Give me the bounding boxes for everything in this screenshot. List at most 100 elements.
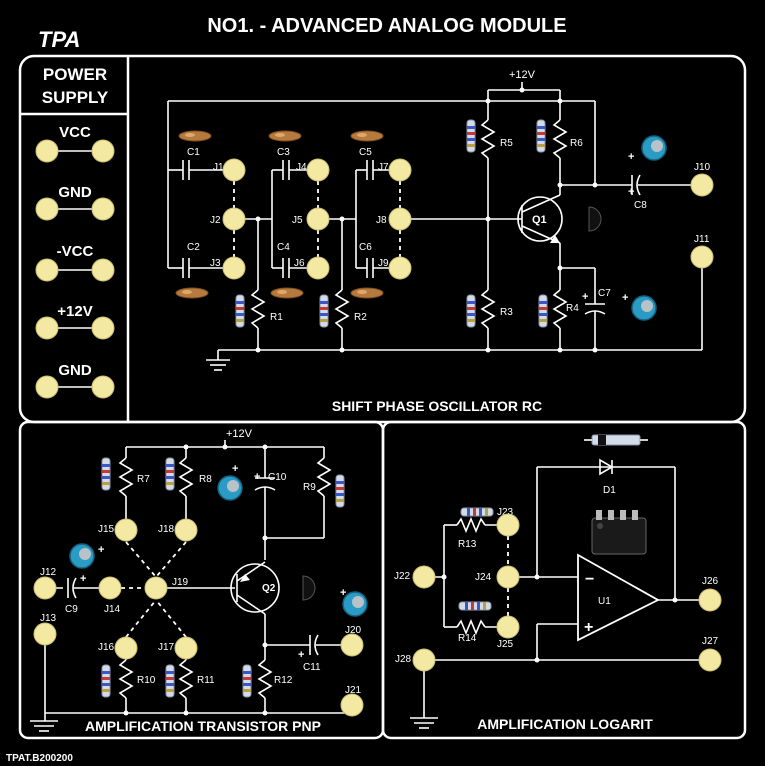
label-c3: C3 <box>277 147 290 158</box>
label-j16: J16 <box>98 642 115 653</box>
jack-j16[interactable] <box>114 636 138 660</box>
label-r6: R6 <box>570 138 583 149</box>
resistor-r3-body <box>466 294 476 328</box>
jack-j20[interactable] <box>340 633 364 657</box>
label-j8: J8 <box>376 215 387 226</box>
jack-12v-left[interactable] <box>35 316 59 340</box>
pnp-supply-label: +12V <box>226 428 253 440</box>
jack-j26[interactable] <box>698 588 722 612</box>
jack-j2[interactable] <box>222 207 246 231</box>
resistor-r10-body <box>101 664 111 698</box>
transistor-q2-body <box>302 575 316 601</box>
jack-j3[interactable] <box>222 256 246 280</box>
jack-j21[interactable] <box>340 693 364 717</box>
label-c6: C6 <box>359 242 372 253</box>
svg-text:+: + <box>628 151 634 163</box>
jack-vcc-left[interactable] <box>35 139 59 163</box>
capacitor-c2-body <box>175 287 209 299</box>
jack-j25[interactable] <box>496 615 520 639</box>
jack-j23[interactable] <box>496 513 520 537</box>
jack-neg-vcc-left[interactable] <box>35 258 59 282</box>
jack-neg-vcc-right[interactable] <box>91 258 115 282</box>
resistor-r7-body <box>101 457 111 491</box>
jack-j11[interactable] <box>690 245 714 269</box>
label-j23: J23 <box>497 507 514 518</box>
resistor-r8-body <box>165 457 175 491</box>
label-q2: Q2 <box>262 583 276 594</box>
resistor-r12-body <box>242 664 252 698</box>
jack-j9[interactable] <box>388 256 412 280</box>
jack-vcc-right[interactable] <box>91 139 115 163</box>
jack-j1[interactable] <box>222 158 246 182</box>
label-j11: J11 <box>694 234 710 245</box>
resistor-r6-body <box>536 119 546 153</box>
label-j12: J12 <box>40 567 57 578</box>
jack-j10[interactable] <box>690 173 714 197</box>
diode-d1-symbol <box>599 458 614 476</box>
svg-text:+: + <box>584 619 593 636</box>
label-j20: J20 <box>345 625 362 636</box>
logo-text: TPA <box>38 27 80 52</box>
label-j22: J22 <box>394 571 411 582</box>
label-j2: J2 <box>210 215 221 226</box>
oscillator-title: SHIFT PHASE OSCILLATOR RC <box>332 398 542 414</box>
label-j10: J10 <box>694 162 711 173</box>
log-frame <box>381 420 747 740</box>
label-j19: J19 <box>172 577 189 588</box>
capacitor-c3-body <box>268 130 302 142</box>
jack-12v-right[interactable] <box>91 316 115 340</box>
page-title: NO1. - ADVANCED ANALOG MODULE <box>207 15 566 37</box>
resistor-r4-body <box>538 294 548 328</box>
jack-j5[interactable] <box>306 207 330 231</box>
jack-j28[interactable] <box>412 648 436 672</box>
label-r10: R10 <box>137 675 156 686</box>
diode-d1-body <box>584 434 648 446</box>
label-j21: J21 <box>345 685 362 696</box>
label-j4: J4 <box>296 162 307 173</box>
label-u1: U1 <box>598 596 611 607</box>
op-amp-u1-symbol <box>577 553 660 642</box>
jack-j19[interactable] <box>144 576 168 600</box>
label-j15: J15 <box>98 524 115 535</box>
resistor-r9-body <box>335 474 345 508</box>
jack-j12[interactable] <box>33 576 57 600</box>
label-j13: J13 <box>40 613 57 624</box>
jack-j15[interactable] <box>114 518 138 542</box>
jack-j17[interactable] <box>174 636 198 660</box>
label-j25: J25 <box>497 639 514 650</box>
jack-j8[interactable] <box>388 207 412 231</box>
q1-symbol <box>517 196 563 242</box>
jack-j7[interactable] <box>388 158 412 182</box>
label-r9: R9 <box>303 482 316 493</box>
label-r11: R11 <box>197 675 215 686</box>
jack-j22[interactable] <box>412 565 436 589</box>
jack-gnd2-left[interactable] <box>35 375 59 399</box>
label-j26: J26 <box>702 576 719 587</box>
jack-gnd2-right[interactable] <box>91 375 115 399</box>
svg-text:+: + <box>254 471 260 483</box>
jack-j27[interactable] <box>698 648 722 672</box>
jack-gnd-right[interactable] <box>91 197 115 221</box>
label-r7: R7 <box>137 474 150 485</box>
label-r4: R4 <box>566 303 579 314</box>
power-supply-panel: POWER SUPPLY VCC GND -VCC +12V GND <box>35 65 115 399</box>
jack-j13[interactable] <box>33 622 57 646</box>
jack-j14[interactable] <box>98 576 122 600</box>
capacitor-c7-body <box>631 295 657 321</box>
label-j27: J27 <box>702 636 719 647</box>
label-r3: R3 <box>500 307 513 318</box>
label-c5: C5 <box>359 147 372 158</box>
label-r1: R1 <box>270 312 283 323</box>
capacitor-c1-body <box>178 130 212 142</box>
resistor-r2-body <box>319 294 329 328</box>
jack-j4[interactable] <box>306 158 330 182</box>
jack-j24[interactable] <box>496 565 520 589</box>
label-j9: J9 <box>378 258 389 269</box>
svg-text:+: + <box>628 186 634 198</box>
jack-gnd-left[interactable] <box>35 197 59 221</box>
jack-j18[interactable] <box>174 518 198 542</box>
jack-j6[interactable] <box>306 256 330 280</box>
model-code: TPAT.B200200 <box>6 753 73 764</box>
rail-label-gnd-2: GND <box>58 362 92 379</box>
